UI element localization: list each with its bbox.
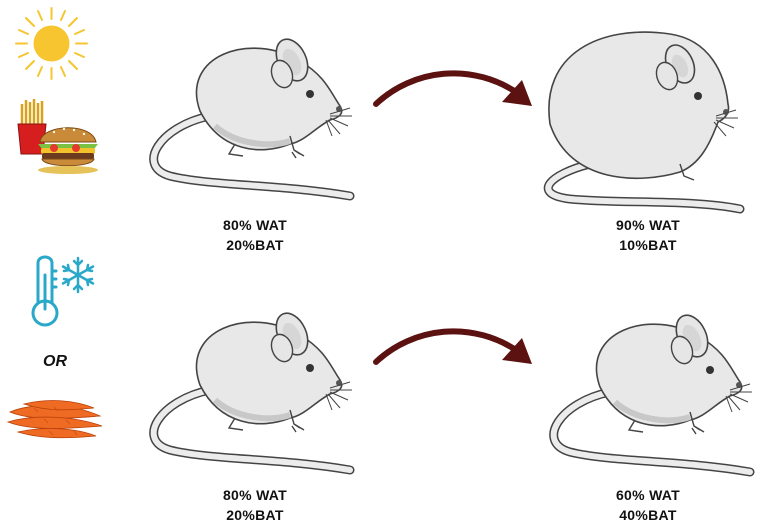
bat-percentage: 20%BAT <box>226 507 284 523</box>
mouse-illustration-top-before <box>140 16 365 216</box>
caption-bottom-after: 60% WAT 40%BAT <box>568 485 728 525</box>
caption-top-after: 90% WAT 10%BAT <box>568 215 728 255</box>
wat-percentage: 60% WAT <box>615 487 681 503</box>
thermometer-snowflake-icon <box>26 253 98 328</box>
wat-percentage: 80% WAT <box>222 487 288 503</box>
caption-top-before: 80% WAT 20%BAT <box>175 215 335 255</box>
mouse-illustration-bottom-before <box>140 290 365 490</box>
sun-icon <box>14 6 89 81</box>
wat-percentage: 90% WAT <box>615 217 681 233</box>
arrow-top <box>372 62 532 112</box>
caption-bottom-before: 80% WAT 20%BAT <box>175 485 335 525</box>
arrow-bottom <box>372 320 532 370</box>
mouse-illustration-top-after <box>530 14 755 219</box>
carrots-icon <box>4 392 106 444</box>
fast-food-icon <box>14 96 104 176</box>
wat-percentage: 80% WAT <box>222 217 288 233</box>
mouse-illustration-bottom-after <box>540 292 765 492</box>
bat-percentage: 40%BAT <box>619 507 677 523</box>
bat-percentage: 10%BAT <box>619 237 677 253</box>
or-label: OR <box>43 353 67 370</box>
bat-percentage: 20%BAT <box>226 237 284 253</box>
